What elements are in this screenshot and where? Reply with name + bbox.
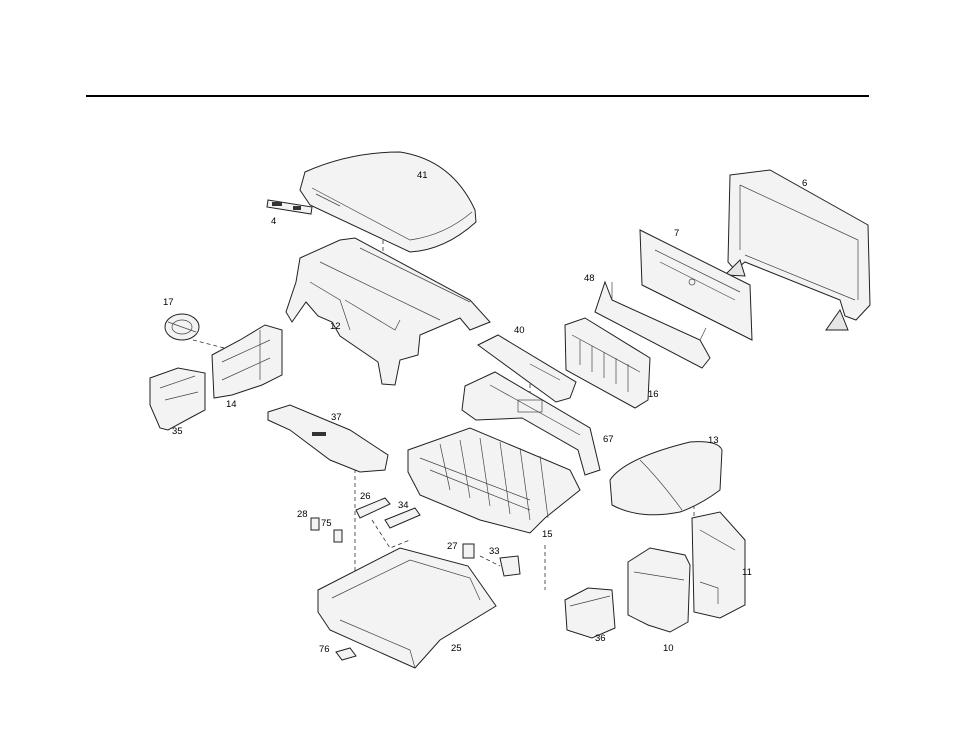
label-12: 12: [330, 321, 341, 332]
part-48-sheet-guide: [594, 280, 711, 369]
part-28-latch: [310, 517, 320, 531]
part-labels: 41 4 6 7 48 17 12 40 14 16 35 37 67 13 1…: [163, 170, 807, 655]
part-12-upper-frame: [285, 237, 491, 386]
part-40-cover-panel: [477, 334, 577, 403]
label-41: 41: [417, 170, 428, 181]
label-17: 17: [163, 297, 174, 308]
part-27-clip: [462, 543, 475, 559]
part-16-fuser-unit: [564, 317, 651, 409]
part-26-guide: [355, 497, 391, 519]
label-7: 7: [674, 228, 679, 239]
part-67-middle-cover: [461, 371, 601, 476]
part-76-clip: [335, 647, 357, 661]
part-35-side-frame: [149, 367, 206, 431]
label-14: 14: [226, 399, 237, 410]
part-15-output-tray: [407, 427, 581, 534]
part-6-rear-frame: [723, 169, 871, 331]
part-36-small-cover: [564, 587, 616, 639]
part-34-guide: [384, 507, 421, 529]
label-10: 10: [663, 643, 674, 654]
label-28: 28: [297, 509, 308, 520]
label-4: 4: [271, 216, 276, 227]
label-33: 33: [489, 546, 500, 557]
label-27: 27: [447, 541, 458, 552]
label-35: 35: [172, 426, 183, 437]
label-40: 40: [514, 325, 525, 336]
label-76: 76: [319, 644, 330, 655]
label-26: 26: [360, 491, 371, 502]
label-16: 16: [648, 389, 659, 400]
label-11: 11: [742, 567, 752, 578]
part-75-latch: [333, 529, 343, 543]
part-33-clip: [499, 555, 521, 577]
part-25-paper-cassette: [317, 547, 497, 669]
label-36: 36: [595, 633, 606, 644]
label-6: 6: [802, 178, 807, 189]
label-15: 15: [542, 529, 553, 540]
part-13-scanner-lid: [609, 441, 723, 516]
label-25: 25: [451, 643, 462, 654]
part-10-front-cover: [627, 547, 691, 633]
label-67: 67: [603, 434, 614, 445]
label-75: 75: [321, 518, 332, 529]
label-48: 48: [584, 273, 595, 284]
label-13: 13: [708, 435, 719, 446]
label-34: 34: [398, 500, 409, 511]
header-rule: [86, 95, 869, 97]
part-11-side-cover: [691, 511, 746, 619]
part-4-label-plate: [266, 199, 313, 215]
part-41-top-cover: [299, 151, 477, 253]
part-7-rear-panel: [639, 229, 753, 341]
part-37-front-cover: [267, 404, 389, 473]
part-17-knob: [164, 313, 200, 341]
label-37: 37: [331, 412, 342, 423]
part-14-side-bracket: [211, 324, 283, 399]
